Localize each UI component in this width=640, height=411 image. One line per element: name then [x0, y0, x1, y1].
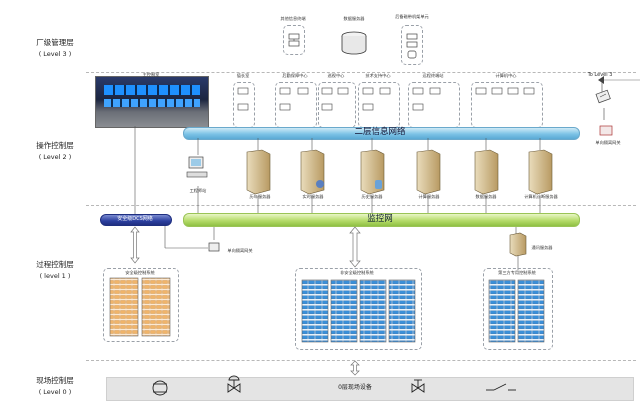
level0-sub: ( Level 0 )	[38, 388, 72, 396]
group-computer-label: 计算机中心	[495, 73, 517, 78]
monitor-network-pipe	[183, 213, 580, 227]
field-device-bar	[106, 377, 634, 401]
group-patrol-label: 巡视中心	[327, 73, 345, 78]
nonsafety-system-label: 非安全级控制系统	[340, 270, 374, 275]
control-valve-icon	[227, 375, 241, 393]
safety-system-group	[103, 268, 179, 342]
dcs-network-label: 安全级DCS网络	[117, 216, 153, 222]
thirdparty-system-group	[483, 268, 553, 350]
history2-server-label: 历史服务器	[361, 194, 383, 199]
group-shift-label: 值长室	[236, 73, 250, 78]
group-remote-label: 远程终端站	[422, 73, 444, 78]
separator-l1-l0	[86, 360, 636, 361]
firewall-icon	[595, 88, 611, 104]
gate-valve-icon	[411, 379, 425, 393]
level2-sub: ( Level 2 )	[38, 153, 72, 161]
dcs-network-pipe	[100, 214, 172, 226]
server-icon	[288, 33, 300, 47]
separator-l2-l1	[86, 205, 636, 206]
level3-backup	[401, 25, 423, 65]
diag-server-label: 计算机诊断服务器	[524, 194, 558, 199]
control-room-screens	[104, 85, 200, 95]
control-room-photo	[95, 76, 209, 128]
gateway-server-label: 通讯服务器	[531, 245, 553, 250]
monitor-network-label: 监控网	[367, 214, 393, 224]
level3-terminal	[283, 25, 305, 55]
thirdparty-system-label: 第三方专用控制系统	[498, 270, 536, 275]
safety-system-label: 安全级控制系统	[125, 270, 155, 275]
unidirectional-gateway-label: 单向隔离网关	[227, 248, 253, 253]
level0-title: 现场控制层	[36, 376, 74, 385]
switch-icon	[486, 383, 516, 391]
nonsafety-system-group	[295, 268, 422, 350]
server-icon	[406, 33, 418, 59]
separator-l3-l2	[86, 72, 636, 73]
info-network-pipe	[183, 127, 580, 140]
level1-title: 过程控制层	[36, 260, 74, 269]
database-icon	[340, 30, 368, 56]
compute-server-label: 计算服务器	[418, 194, 440, 199]
level3-title: 厂级管理层	[36, 38, 74, 47]
data-server-label: 数据服务器	[475, 194, 497, 199]
level3-backup-label: 后备磁带机架单元	[395, 14, 429, 19]
gateway-icon	[598, 122, 614, 138]
level3-db-label: 数据服务器	[343, 16, 365, 21]
level1-sub: ( level 1 )	[39, 272, 71, 280]
level3-terminal-label: 其他信息终端	[280, 16, 306, 21]
unidirectional-gateway-icon	[207, 240, 221, 254]
control-room-label: 主控制室	[142, 72, 160, 77]
field-device-label: 0层现场设备	[338, 384, 372, 391]
engineer-workstation-label: 工程师站	[189, 188, 207, 193]
level2-title: 操作控制层	[36, 141, 74, 150]
engineer-workstation-icon	[186, 155, 208, 185]
control-room-consoles	[104, 99, 200, 107]
to-level3-label: To Level 3	[587, 72, 613, 78]
realtime-server-label: 实时服务器	[302, 194, 324, 199]
group-tech-label: 技术支持中心	[365, 73, 391, 78]
history-server-label: 历年服务器	[249, 194, 271, 199]
pump-icon	[152, 380, 168, 396]
level3-sub: ( Level 3 )	[38, 50, 72, 58]
info-network-label: 二层信息网络	[354, 127, 406, 137]
group-logistics-label: 后勤保障中心	[282, 73, 308, 78]
firewall-label: 单向隔离网关	[595, 140, 621, 145]
